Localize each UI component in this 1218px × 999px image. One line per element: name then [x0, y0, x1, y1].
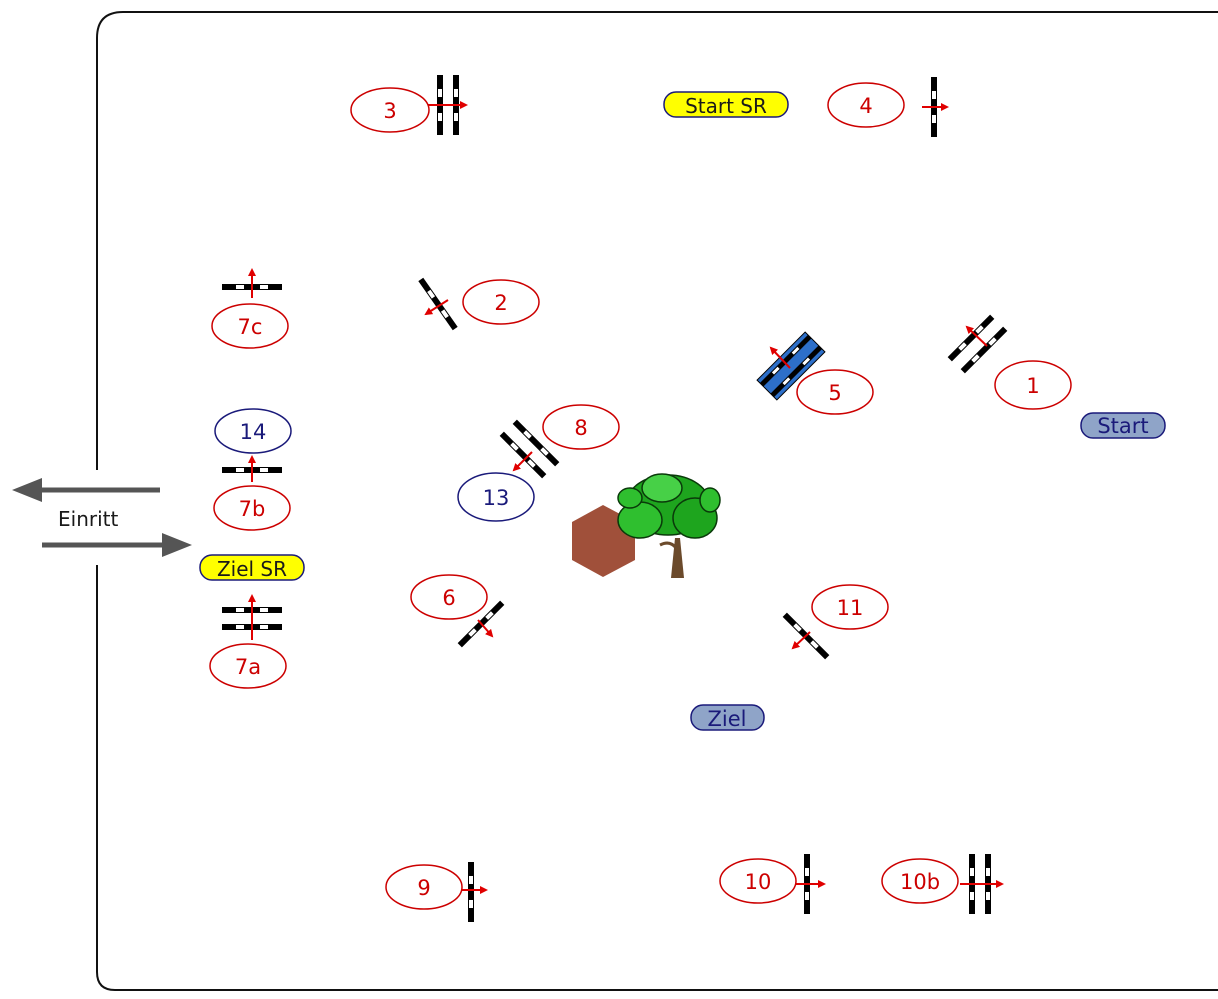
obstacle-10b-fence — [960, 854, 1004, 914]
svg-text:10b: 10b — [900, 870, 940, 894]
finish-sr-marker: Ziel SR — [199, 554, 305, 581]
obstacle-7a-fence — [222, 594, 282, 640]
finish-marker: Ziel — [690, 704, 765, 731]
obstacle-5-number: 5 — [796, 369, 874, 415]
obstacle-7a-number: 7a — [209, 643, 287, 689]
obstacle-8-number: 8 — [542, 404, 620, 450]
obstacle-2-fence — [418, 277, 458, 331]
entrance-label: Einritt — [58, 507, 118, 531]
obstacle-9-fence — [458, 862, 488, 922]
svg-text:7c: 7c — [238, 315, 263, 339]
arena-boundary — [96, 11, 1218, 991]
svg-text:Ziel: Ziel — [708, 707, 747, 731]
svg-text:Start: Start — [1097, 414, 1148, 438]
obstacle-11-fence — [782, 612, 830, 660]
obstacle-1-fence — [947, 314, 1008, 374]
obstacle-11-number: 11 — [811, 584, 889, 630]
entrance-arrows — [12, 478, 192, 557]
obstacle-5-fence — [756, 331, 826, 401]
svg-text:11: 11 — [837, 596, 864, 620]
obstacle-10-number: 10 — [719, 858, 797, 904]
obstacle-7c-fence — [222, 268, 282, 298]
obstacle-8-fence — [499, 419, 560, 479]
obstacle-10-fence — [795, 854, 826, 914]
obstacle-2-number: 2 — [462, 279, 540, 325]
svg-text:1: 1 — [1026, 374, 1039, 398]
svg-text:2: 2 — [494, 291, 507, 315]
obstacle-13-number: 13 — [457, 472, 535, 522]
svg-text:13: 13 — [483, 486, 510, 510]
obstacle-7c-number: 7c — [211, 303, 289, 349]
obstacle-10b-number: 10b — [881, 858, 959, 904]
svg-text:10: 10 — [745, 870, 772, 894]
start-sr-marker: Start SR — [663, 91, 789, 118]
obstacle-7b-number: 7b — [213, 485, 291, 531]
obstacle-6-number: 6 — [410, 574, 488, 620]
obstacle-3-fence — [425, 75, 468, 135]
svg-text:Ziel SR: Ziel SR — [217, 557, 287, 581]
svg-text:7b: 7b — [239, 497, 266, 521]
svg-text:7a: 7a — [235, 655, 261, 679]
svg-text:14: 14 — [240, 420, 267, 444]
obstacle-9-number: 9 — [385, 864, 463, 910]
obstacle-1-number: 1 — [994, 360, 1072, 410]
tree-icon — [617, 473, 721, 578]
obstacle-7b-fence — [222, 455, 282, 482]
svg-text:5: 5 — [828, 381, 841, 405]
obstacle-4-number: 4 — [827, 82, 905, 128]
svg-text:6: 6 — [442, 586, 455, 610]
obstacle-3-number: 3 — [350, 87, 430, 133]
svg-text:8: 8 — [574, 416, 587, 440]
svg-text:Start SR: Start SR — [685, 94, 767, 118]
svg-text:4: 4 — [859, 94, 872, 118]
svg-text:9: 9 — [417, 876, 430, 900]
start-marker: Start — [1080, 412, 1166, 439]
obstacle-4-fence — [922, 77, 949, 137]
obstacle-14-number: 14 — [214, 408, 292, 454]
svg-text:3: 3 — [383, 99, 396, 123]
obstacle-6-fence — [457, 600, 505, 648]
